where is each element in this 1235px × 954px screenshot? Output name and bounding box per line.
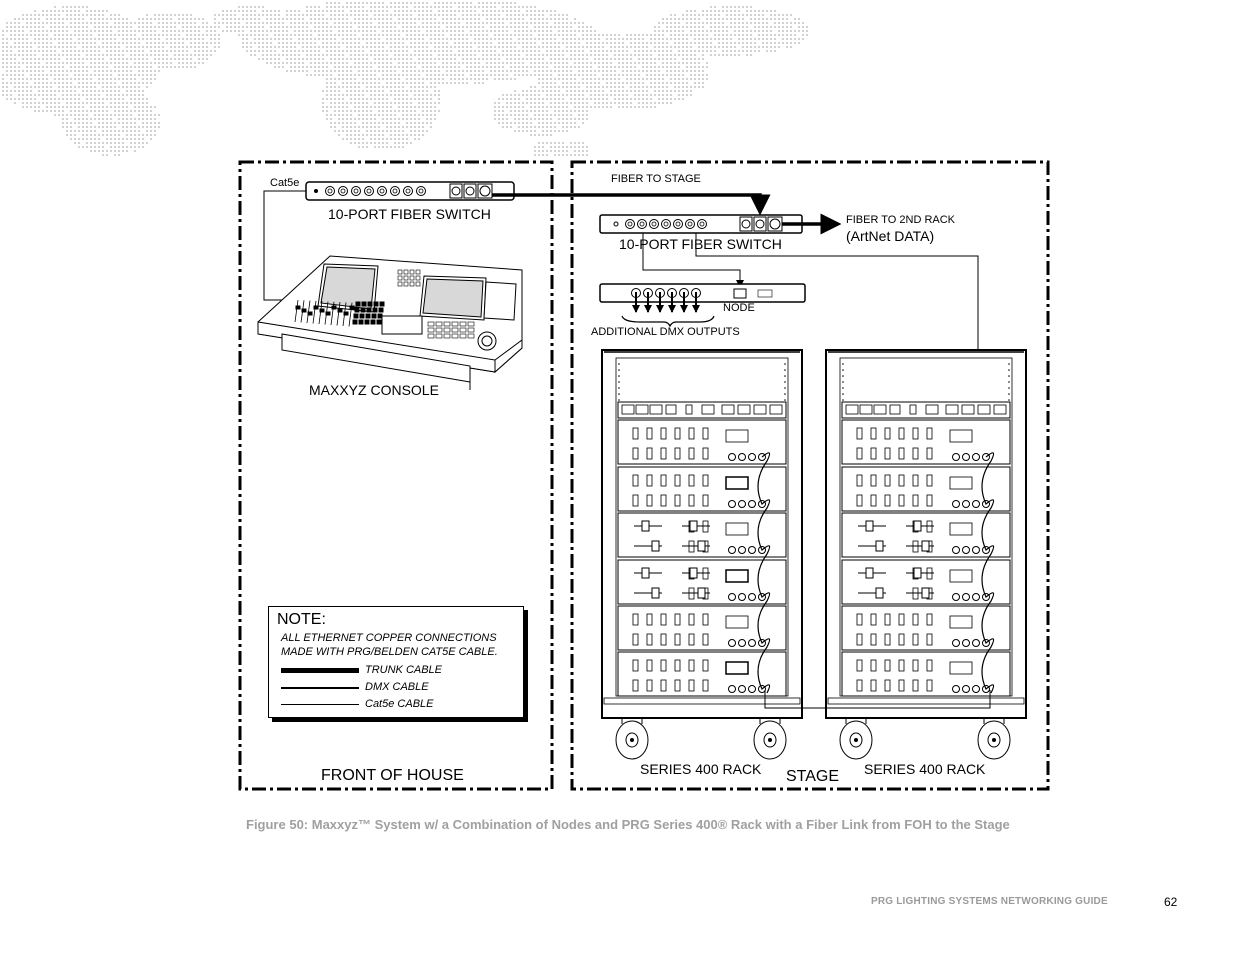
foh-switch-label: 10-PORT FIBER SWITCH [328, 206, 491, 222]
fiber-to-stage-label: FIBER TO STAGE [611, 173, 701, 185]
dmx-cable-label: DMX CABLE [365, 681, 429, 693]
guide-title: PRG LIGHTING SYSTEMS NETWORKING GUIDE [871, 896, 1108, 907]
figure-caption: Figure 50: Maxxyz™ System w/ a Combinati… [246, 817, 1010, 832]
stage-label: STAGE [786, 768, 840, 785]
cat5e-label: Cat5e [270, 177, 300, 189]
rack-link-cable [764, 690, 991, 709]
artnet-data-label: (ArtNet DATA) [846, 228, 935, 244]
rack-right-label: SERIES 400 RACK [864, 761, 986, 777]
cat5e-cable-label: Cat5e CABLE [365, 698, 434, 710]
trunk-cable-swatch [281, 668, 359, 673]
stage-switch-label: 10-PORT FIBER SWITCH [619, 236, 782, 252]
foh-fiber-switch [305, 181, 515, 201]
fiber-to-stage-trunk [492, 193, 771, 216]
rack-left-label: SERIES 400 RACK [640, 761, 762, 777]
dmx-output-brace [621, 315, 715, 328]
node-label: NODE [723, 302, 755, 314]
note-title: NOTE: [277, 611, 326, 628]
dmx-output-arrows [632, 292, 700, 313]
stage-fiber-switch [599, 214, 803, 234]
fiber-to-2nd-rack-label: FIBER TO 2ND RACK [846, 214, 956, 226]
world-map-background [2, 2, 808, 156]
maxxyz-console [257, 255, 523, 390]
front-of-house-panel [238, 160, 554, 791]
series-400-rack-left [601, 349, 803, 760]
front-of-house-label: FRONT OF HOUSE [321, 767, 464, 784]
cat5e-cable-swatch [281, 704, 359, 705]
trunk-cable-label: TRUNK CABLE [365, 664, 443, 676]
dmx-node [599, 283, 806, 303]
console-label: MAXXYZ CONSOLE [309, 382, 439, 398]
note-line-1: ALL ETHERNET COPPER CONNECTIONS [281, 632, 497, 644]
note-line-2: MADE WITH PRG/BELDEN CAT5E CABLE. [281, 646, 498, 658]
dmx-cable-swatch [281, 687, 359, 689]
stage-panel [570, 160, 1050, 791]
series-400-rack-right [825, 349, 1027, 760]
additional-dmx-outputs-label: ADDITIONAL DMX OUTPUTS [591, 326, 740, 338]
page-number: 62 [1164, 895, 1178, 909]
note-box: NOTE: ALL ETHERNET COPPER CONNECTIONS MA… [268, 606, 524, 718]
switch-to-node-cable [642, 233, 744, 288]
